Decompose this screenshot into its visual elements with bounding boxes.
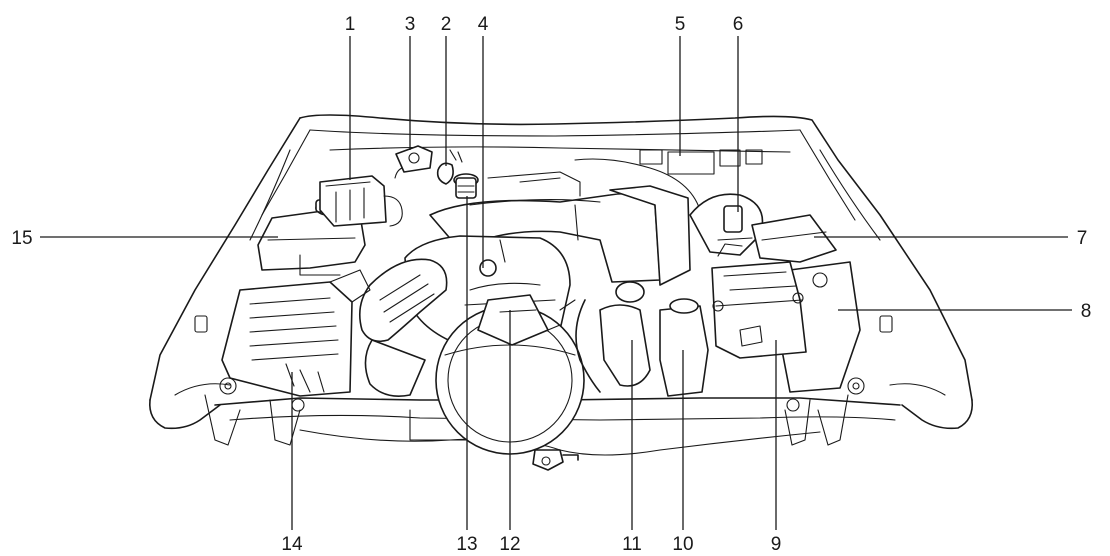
callout-14: 14	[281, 534, 303, 555]
small-reservoirs	[395, 145, 463, 185]
callout-10: 10	[672, 534, 693, 555]
callout-9: 9	[771, 534, 782, 555]
callout-2: 2	[441, 14, 452, 35]
callout-leaders	[40, 36, 1072, 530]
callout-labels: 1 2 3 4 5 6 7 8 9 10 11 12 13 14 15	[11, 14, 1091, 555]
callout-3: 3	[405, 14, 416, 35]
callout-11: 11	[622, 534, 642, 555]
intake-duct	[429, 158, 701, 286]
radiator-hose	[547, 299, 601, 393]
hood-latch-icon	[532, 449, 579, 471]
air-filter-box	[221, 269, 371, 397]
cowl	[329, 146, 791, 175]
callout-4: 4	[478, 14, 489, 35]
callout-6: 6	[733, 14, 744, 35]
callout-12: 12	[499, 534, 520, 555]
callout-1: 1	[345, 14, 356, 35]
electrical-block	[319, 166, 411, 227]
engine-bay-illustration	[148, 114, 974, 471]
intake-pipe-left	[359, 258, 448, 397]
battery	[711, 243, 807, 359]
callout-15: 15	[11, 228, 32, 249]
callout-13: 13	[456, 534, 477, 555]
callout-7: 7	[1077, 228, 1088, 249]
hood-outline	[149, 114, 973, 401]
power-steering-reservoir	[599, 281, 709, 397]
callout-5: 5	[675, 14, 686, 35]
callout-8: 8	[1081, 301, 1092, 322]
fuse-relay-box	[751, 214, 837, 263]
oil-filler	[453, 173, 479, 199]
fuse-box-outline	[667, 151, 715, 175]
